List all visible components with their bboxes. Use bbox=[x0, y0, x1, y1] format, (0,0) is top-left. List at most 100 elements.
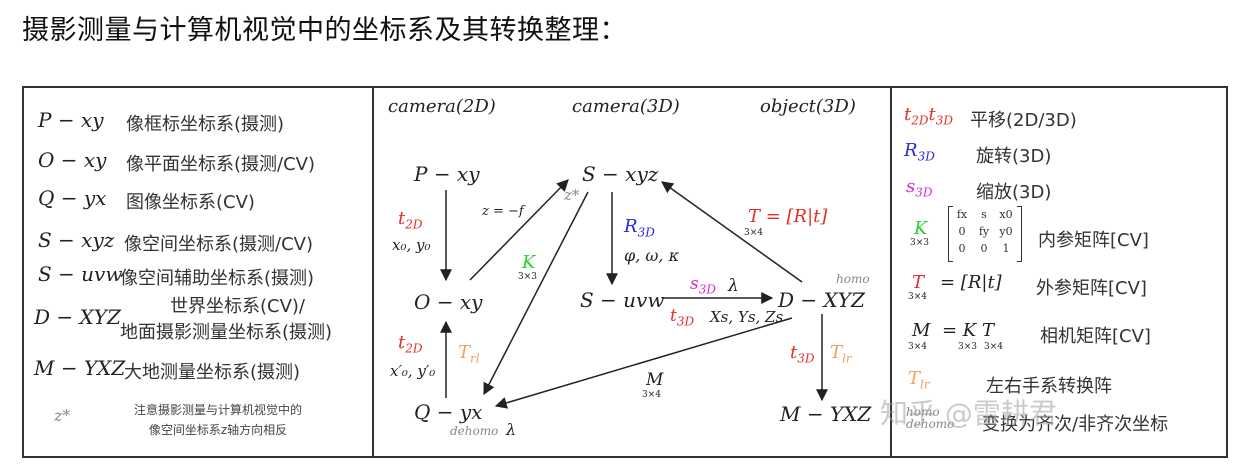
legend-symbol-sxyz: S − xyz bbox=[38, 228, 115, 252]
label-m: M bbox=[646, 370, 664, 390]
matrix-cell: 0 bbox=[958, 225, 966, 238]
arrow-dxyz-to-qyx bbox=[494, 317, 793, 409]
matrix-cell: 1 bbox=[1002, 242, 1010, 255]
label-k: K bbox=[522, 252, 536, 273]
sym-k: K bbox=[914, 218, 928, 239]
label-t2d-bottom: t2D bbox=[398, 332, 423, 356]
sym-r3d: R3D bbox=[904, 140, 935, 164]
sym-t-eq: = [R|t] bbox=[940, 272, 1002, 293]
legend-desc-sxyz: 像空间坐标系(摄测/CV) bbox=[124, 234, 313, 255]
legend-symbol-myxz: M − YXZ bbox=[34, 356, 126, 380]
label-m-sub: 3×4 bbox=[642, 390, 661, 400]
legend-desc-dxyz-1: 世界坐标系(CV)/ bbox=[170, 296, 305, 317]
legend-desc-myxz: 大地测量坐标系(摄测) bbox=[124, 362, 301, 383]
legend-symbol-pxy: P − xy bbox=[38, 108, 104, 132]
sym-s3d: s3D bbox=[906, 176, 933, 200]
label-homo: homo bbox=[836, 272, 870, 286]
divider-left bbox=[372, 86, 374, 458]
legend-desc-dxyz-2: 地面摄影测量坐标系(摄测) bbox=[120, 322, 333, 343]
divider-right bbox=[890, 86, 892, 458]
matrix-cell: 0 bbox=[958, 242, 966, 255]
node-qyx: Q − yx bbox=[414, 400, 483, 424]
label-t3d-mid: t3D bbox=[670, 306, 695, 329]
legend-symbol-dxyz: D − XYZ bbox=[34, 305, 121, 329]
label-z-eq-minus-f: z = −f bbox=[482, 204, 524, 219]
desc-scale: 缩放(3D) bbox=[976, 182, 1052, 203]
node-suvw: S − uvw bbox=[580, 288, 665, 312]
node-oxy: O − xy bbox=[414, 290, 483, 314]
desc-camera-matrix: 相机矩阵[CV] bbox=[1040, 326, 1151, 347]
node-dxyz: D − XYZ bbox=[778, 288, 865, 312]
note-line-1: 注意摄影测量与计算机视觉中的 bbox=[133, 403, 302, 417]
legend-desc-oxy: 像平面坐标系(摄测/CV) bbox=[126, 154, 315, 175]
label-lambda-dehomo: λ bbox=[506, 420, 517, 439]
desc-rotation: 旋转(3D) bbox=[976, 146, 1052, 167]
label-tlr: Tlr bbox=[830, 342, 852, 366]
sym-t: T bbox=[912, 272, 925, 293]
watermark: 知乎 @雷耕君 bbox=[880, 397, 1057, 430]
sym-homo: homo bbox=[906, 405, 940, 419]
matrix-bracket-right bbox=[1017, 206, 1022, 262]
sym-tlr: Tlr bbox=[908, 368, 930, 392]
label-t-sub: 3×4 bbox=[744, 228, 763, 238]
desc-handedness: 左右手系转换阵 bbox=[986, 376, 1112, 397]
sym-k2-sub: 3×3 bbox=[958, 342, 977, 352]
desc-intrinsic: 内参矩阵[CV] bbox=[1038, 230, 1149, 251]
label-angles: φ, ω, κ bbox=[624, 246, 680, 265]
label-lambda-scale: λ bbox=[728, 276, 739, 296]
sym-t2-sub: 3×4 bbox=[984, 342, 1003, 352]
matrix-cell: fx bbox=[956, 208, 968, 221]
sym-homo-dehomo: homo dehomo bbox=[906, 406, 954, 430]
desc-homogeneous: 变换为齐次/非齐次坐标 bbox=[982, 414, 1169, 435]
label-x0y0: x₀, y₀ bbox=[392, 236, 431, 254]
matrix-cell: s bbox=[981, 208, 987, 221]
label-dehomo: dehomo bbox=[450, 424, 499, 438]
sym-t2d-t3d: t2Dt3D bbox=[904, 104, 953, 128]
desc-extrinsic: 外参矩阵[CV] bbox=[1036, 278, 1147, 299]
header-object-3d: object(3D) bbox=[760, 96, 856, 117]
legend-desc-pxy: 像框标坐标系(摄测) bbox=[126, 114, 285, 135]
legend-desc-qyx: 图像坐标系(CV) bbox=[126, 192, 255, 213]
matrix-cell: 0 bbox=[980, 242, 988, 255]
arrow-dxyz-to-sxyz bbox=[661, 181, 803, 283]
matrix-cell: x0 bbox=[999, 208, 1013, 221]
label-t-extrinsic: T = [R|t] bbox=[748, 206, 828, 227]
arrow-oxy-to-sxyz bbox=[469, 179, 569, 281]
sym-m-sub: 3×4 bbox=[908, 342, 927, 352]
note-zstar: z* bbox=[54, 406, 71, 425]
label-t3d-right: t3D bbox=[790, 342, 815, 366]
label-r3d: R3D bbox=[624, 216, 655, 240]
label-t2d-top: t2D bbox=[398, 208, 423, 232]
node-pxy: P − xy bbox=[414, 162, 480, 186]
label-trl: Trl bbox=[458, 342, 480, 366]
legend-symbol-qyx: Q − yx bbox=[38, 186, 107, 210]
note-text: 注意摄影测量与计算机视觉中的 像空间坐标系z轴方向相反 bbox=[118, 400, 318, 440]
sym-m: M bbox=[912, 320, 931, 341]
arrow-sxyz-to-qyx bbox=[483, 191, 589, 396]
sym-t-sub: 3×4 bbox=[908, 292, 927, 302]
intrinsic-matrix: fx s x0 0 fy y0 0 0 1 bbox=[948, 206, 1022, 262]
header-camera-2d: camera(2D) bbox=[388, 96, 496, 117]
page-title: 摄影测量与计算机视觉中的坐标系及其转换整理： bbox=[22, 15, 627, 46]
matrix-bracket-left bbox=[948, 206, 953, 262]
diagram-frame bbox=[22, 86, 1228, 458]
matrix-cell: y0 bbox=[999, 225, 1013, 238]
label-x0p-y0p: x′₀, y′₀ bbox=[390, 362, 436, 380]
sym-k-sub: 3×3 bbox=[910, 238, 929, 248]
sym-m-eq: = K T bbox=[942, 320, 994, 341]
label-s3d: s3D bbox=[690, 274, 716, 297]
label-k-sub: 3×3 bbox=[518, 272, 537, 282]
label-xs-ys-zs: Xs, Ys, Zs bbox=[710, 308, 784, 326]
label-zstar: z* bbox=[564, 186, 580, 204]
legend-symbol-oxy: O − xy bbox=[38, 148, 107, 172]
legend-symbol-suvw: S − uvw bbox=[38, 262, 123, 286]
note-line-2: 像空间坐标系z轴方向相反 bbox=[148, 423, 288, 437]
matrix-cell: fy bbox=[978, 225, 990, 238]
node-sxyz: S − xyz bbox=[582, 162, 659, 186]
header-camera-3d: camera(3D) bbox=[572, 96, 680, 117]
legend-desc-suvw: 像空间辅助坐标系(摄测) bbox=[120, 268, 315, 289]
sym-dehomo: dehomo bbox=[906, 417, 955, 431]
node-myxz: M − YXZ bbox=[780, 402, 872, 426]
desc-translation: 平移(2D/3D) bbox=[970, 110, 1077, 131]
